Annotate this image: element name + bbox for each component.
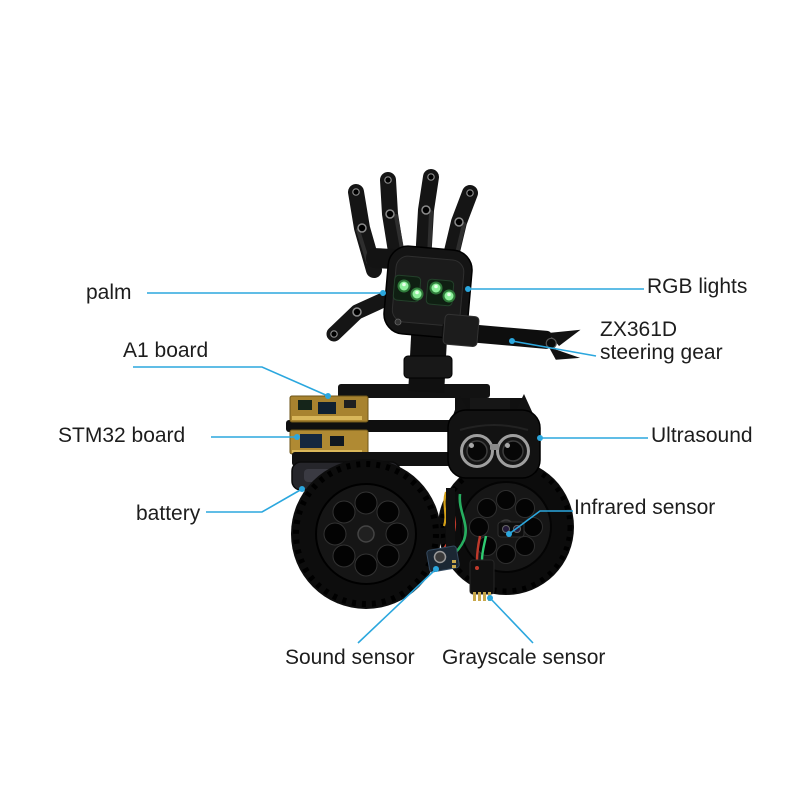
steering-gear-arm: [441, 313, 581, 360]
leader-a1-board: [133, 366, 331, 399]
label-ultrasound: Ultrasound: [651, 424, 753, 447]
label-zx361d-steering-gear: ZX361D steering gear: [600, 318, 723, 364]
a1-board: [289, 395, 369, 423]
label-grayscale-sensor: Grayscale sensor: [442, 646, 606, 669]
leader-infrared-sensor: [506, 510, 573, 537]
label-battery: battery: [136, 502, 201, 525]
leader-lines: [133, 286, 648, 644]
leader-stm32-board: [211, 434, 300, 440]
leader-palm: [147, 290, 386, 296]
leader-grayscale-sensor: [487, 595, 534, 644]
left-wheel: [291, 459, 441, 609]
label-a1-board: A1 board: [123, 339, 209, 362]
grayscale-sensor: [469, 559, 495, 601]
leader-zx361d: [509, 338, 597, 357]
robot-hand: [326, 169, 478, 393]
leader-battery: [206, 486, 305, 513]
leader-ultrasound: [537, 435, 648, 441]
label-zx361d-line2: steering gear: [600, 341, 723, 364]
label-palm: palm: [86, 281, 132, 304]
label-stm32-board: STM32 board: [58, 424, 186, 447]
label-infrared-sensor: Infrared sensor: [574, 496, 716, 519]
label-zx361d-line1: ZX361D: [600, 318, 678, 341]
label-sound-sensor: Sound sensor: [285, 646, 415, 669]
label-rgb-lights: RGB lights: [647, 275, 748, 298]
leader-sound-sensor: [357, 566, 439, 644]
robot: [286, 169, 581, 609]
sound-sensor: [426, 488, 460, 573]
rgb-lights: [392, 274, 456, 307]
leader-rgb-lights: [465, 286, 644, 292]
thumb: [326, 288, 400, 342]
stm32-board: [289, 429, 369, 455]
ultrasound-sensor: [447, 394, 541, 479]
